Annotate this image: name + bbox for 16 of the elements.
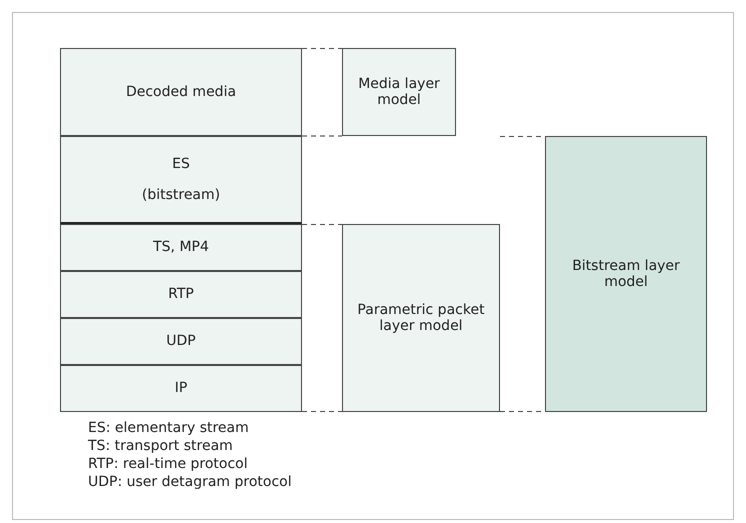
layer-box: UDP xyxy=(60,318,302,365)
layer-box: ES (bitstream) xyxy=(60,136,302,224)
layer-box: TS, MP4 xyxy=(60,224,302,271)
abbreviation-note: UDP: user detagram protocol xyxy=(88,474,292,490)
dashed-connector xyxy=(302,48,342,49)
model-box: Bitstream layer model xyxy=(545,136,707,412)
model-box: Media layer model xyxy=(342,48,456,136)
layer-box: RTP xyxy=(60,271,302,318)
abbreviation-note: ES: elementary stream xyxy=(88,420,249,436)
layer-box: Decoded media xyxy=(60,48,302,136)
dashed-connector xyxy=(302,411,342,412)
layer-box: IP xyxy=(60,365,302,412)
abbreviation-note: TS: transport stream xyxy=(88,438,233,454)
dashed-connector xyxy=(302,224,342,225)
model-box: Parametric packet layer model xyxy=(342,224,500,412)
abbreviation-note: RTP: real-time protocol xyxy=(88,456,248,472)
